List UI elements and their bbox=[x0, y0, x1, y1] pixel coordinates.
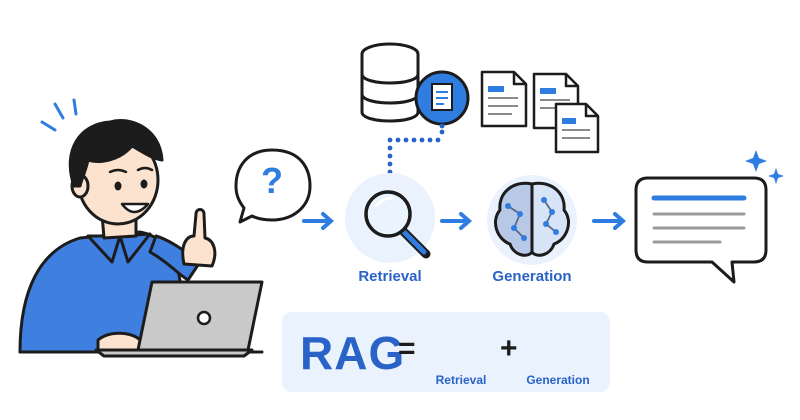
equals-sign: = bbox=[398, 332, 416, 365]
arrow-right-icon bbox=[592, 212, 627, 230]
document-badge-icon bbox=[414, 70, 470, 126]
formula-generation-label: Generation bbox=[526, 373, 590, 387]
sparkle-icon bbox=[745, 150, 784, 184]
documents-stack-icon bbox=[480, 70, 600, 154]
generation-step-icon bbox=[487, 175, 577, 265]
formula-retrieval-label: Retrieval bbox=[435, 373, 487, 387]
document-icon bbox=[480, 70, 528, 128]
laptop-icon bbox=[94, 280, 264, 358]
question-bubble bbox=[234, 148, 312, 224]
arrow-right-icon bbox=[302, 212, 335, 230]
flow-arrows bbox=[302, 212, 627, 230]
person-illustration bbox=[18, 98, 264, 354]
retrieval-label: Retrieval bbox=[358, 268, 422, 285]
arrow-right-icon bbox=[440, 212, 473, 230]
question-mark: ? bbox=[261, 160, 283, 201]
rag-formula-panel bbox=[282, 312, 610, 392]
plus-sign: + bbox=[500, 332, 518, 365]
rag-term: RAG bbox=[300, 327, 406, 379]
answer-bubble-icon bbox=[634, 176, 768, 284]
database-icon bbox=[360, 42, 420, 123]
retrieval-step-icon bbox=[345, 173, 435, 263]
document-icon bbox=[554, 102, 600, 154]
attention-marks-icon bbox=[40, 98, 78, 132]
generation-label: Generation bbox=[492, 268, 572, 285]
